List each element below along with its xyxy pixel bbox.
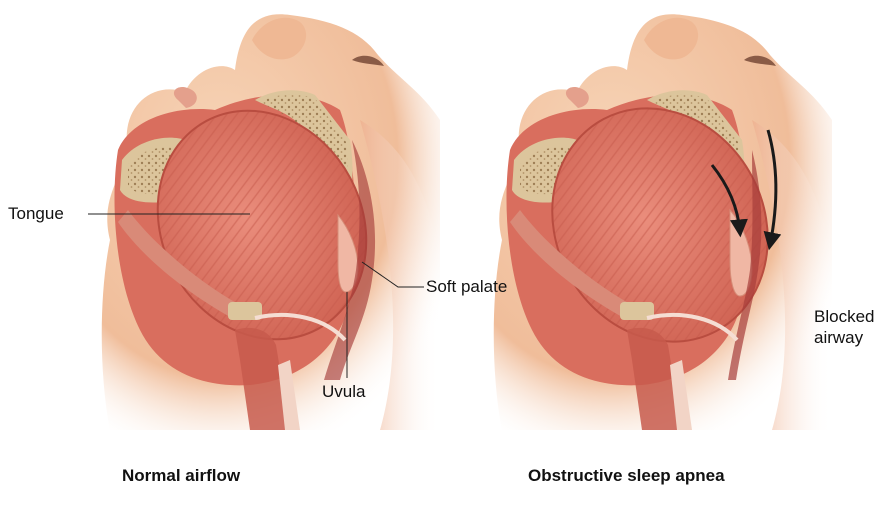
soft-palate-label: Soft palate <box>426 277 507 297</box>
sleep-apnea-illustration <box>494 14 832 430</box>
sleep-apnea-caption: Obstructive sleep apnea <box>528 466 725 486</box>
blocked-airway-label-line2: airway <box>814 328 863 348</box>
normal-airflow-caption: Normal airflow <box>122 466 240 486</box>
tongue-label: Tongue <box>8 204 64 224</box>
blocked-airway-label-line1: Blocked <box>814 307 874 327</box>
normal-airflow-illustration <box>102 14 440 430</box>
uvula-label: Uvula <box>322 382 365 402</box>
